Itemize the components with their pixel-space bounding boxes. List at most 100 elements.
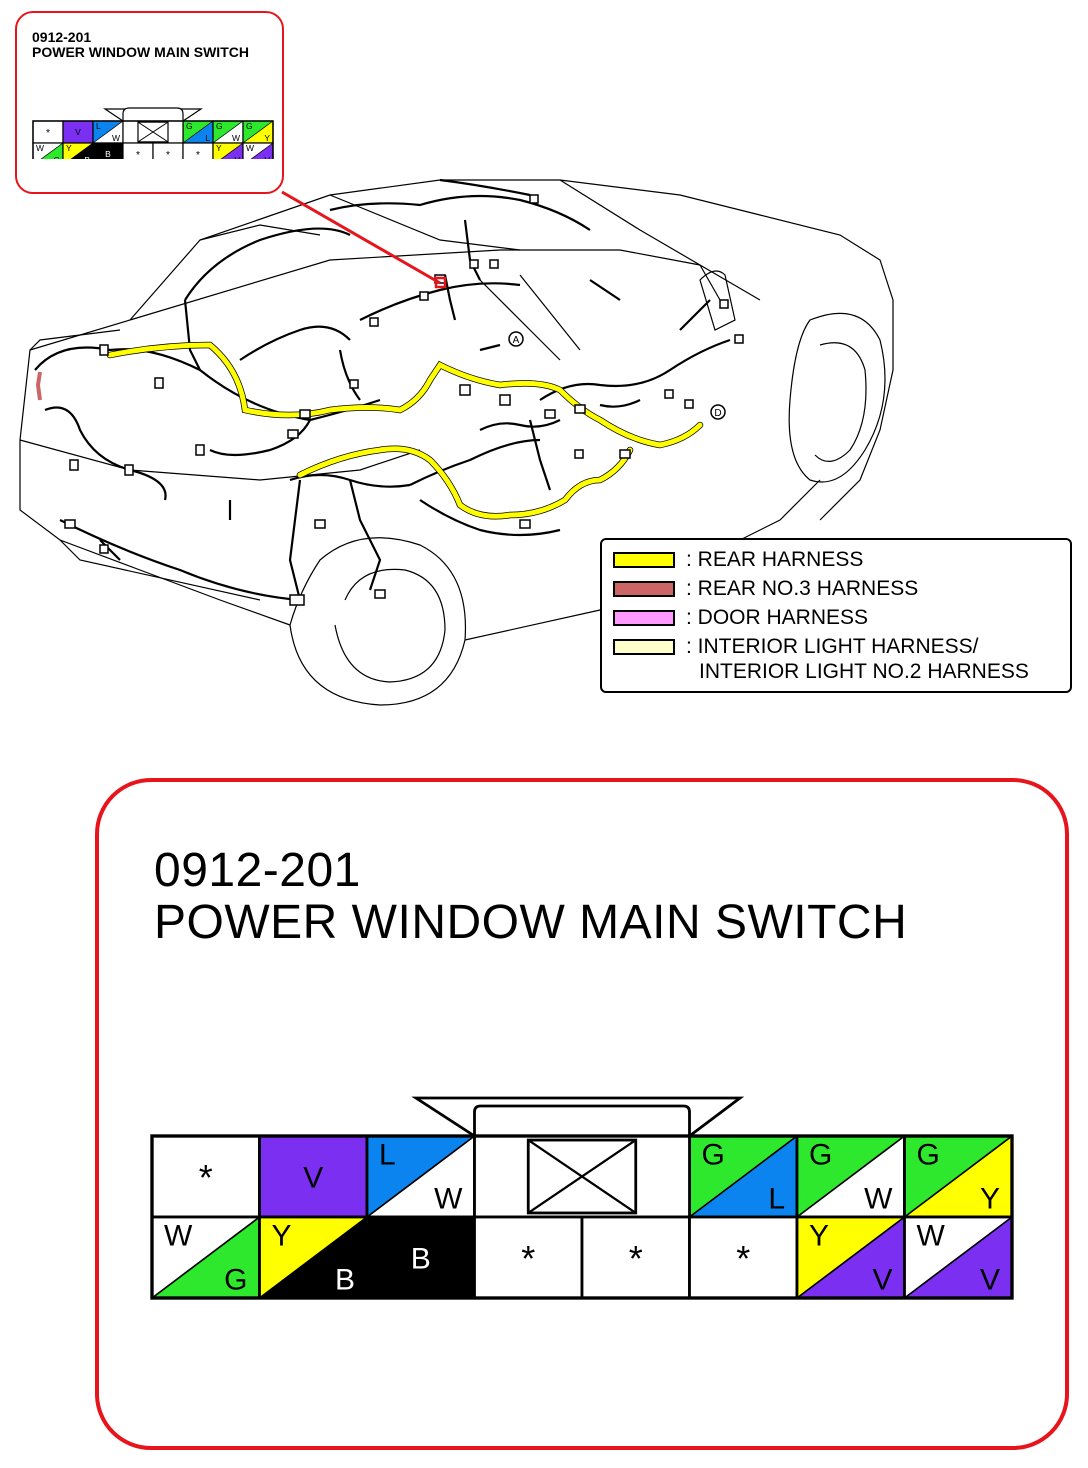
legend-swatch [613,581,675,597]
terminal-top-2: V [62,120,94,144]
wire-stripe-fill [213,143,243,159]
unused-terminal [33,121,63,143]
terminal-bottom-2: YB [258,1215,369,1300]
stripe-divider [151,1216,261,1299]
unused-terminal [689,1217,797,1298]
wire-color-label: Y [264,133,270,143]
terminal-bottom-2: YB [62,142,94,159]
wire-stripe-fill [243,143,273,159]
terminal-bottom-8: WV [903,1215,1014,1300]
wire-color-label: L [205,133,210,143]
terminal-bottom-6: * [688,1215,799,1300]
wire-color-label: Y [216,143,222,153]
thumbnail-connector-name: POWER WINDOW MAIN SWITCH [32,44,249,60]
wire-color-label: B [411,1242,431,1275]
stripe-divider [220,142,244,159]
connector-location-marker [434,276,447,289]
terminal-top-3: LW [92,120,124,144]
stripe-divider [366,1135,476,1218]
terminal-bottom-5: * [580,1215,691,1300]
wire-color-label: W [246,143,254,153]
wire-color-label: B [105,149,111,159]
wire-color-label: V [234,155,240,159]
stripe-divider [182,120,214,144]
terminal-bottom-1: WG [150,1215,261,1300]
lock-cross-box [137,121,169,143]
terminal-bottom-3: B [92,142,124,159]
terminal-bottom-7: YV [212,142,244,159]
stripe-divider [212,120,244,144]
unused-terminal-mark: * [736,1238,750,1279]
wire-stripe-fill [33,143,63,159]
terminal-bottom-5: * [152,142,184,159]
wire-color-label: W [112,133,120,143]
wire-color-label: Y [66,143,72,153]
terminal-bottom-4: * [122,142,154,159]
marker-a: A [513,335,520,346]
wire-color-label: W [232,133,240,143]
terminal-top-2: V [258,1134,369,1219]
wire-color-label: V [75,127,81,137]
wire-color-label: G [186,121,193,131]
unused-terminal-mark: * [166,150,170,159]
connector-outline [32,120,274,159]
wire-color-label: G [917,1139,940,1172]
housing-lock [473,1104,691,1136]
harness-connectors [64,194,744,606]
terminal-bottom-4: * [473,1215,584,1300]
unused-terminal [474,1217,582,1298]
wire-color-label: B [335,1264,355,1297]
housing-lock [122,107,184,121]
stripe-divider [796,1135,906,1218]
stripe-divider [688,1135,798,1218]
terminal-top-1: * [32,120,64,144]
wire-color-label: V [264,155,270,159]
stripe-divider [796,1216,906,1299]
unused-terminal-mark: * [46,128,50,139]
wire-color-fill [63,121,93,143]
legend-continuation-text: INTERIOR LIGHT NO.2 HARNESS [699,660,1029,683]
wire-color-label: L [768,1183,785,1216]
vehicle-harness-illustration: A D [19,178,894,706]
terminal-top-1: * [150,1134,261,1219]
legend-label: : REAR NO.3 HARNESS [686,577,919,600]
terminal-bottom-1: WG [32,142,64,159]
leader-line [281,190,441,285]
wiring-harness-black [34,178,731,602]
stripe-divider [242,120,274,144]
terminal-top-4: GL [688,1134,799,1219]
wire-color-label: L [379,1139,396,1172]
unused-terminal [123,143,153,159]
legend-label: : DOOR HARNESS [686,606,869,629]
connector-outline [150,1134,1014,1300]
wire-color-label: W [917,1220,946,1253]
harness-legend: : REAR HARNESS: REAR NO.3 HARNESS: DOOR … [600,538,1072,693]
terminal-top-5: GW [212,120,244,144]
wire-color-label: G [246,121,253,131]
wire-color-label: Y [272,1220,292,1253]
terminal-top-6: GY [903,1134,1014,1219]
unused-terminal [152,1136,260,1217]
terminal-bottom-7: YV [795,1215,906,1300]
stripe-divider [258,1216,368,1299]
terminal-bottom-6: * [182,142,214,159]
legend-label: : INTERIOR LIGHT HARNESS/ [686,635,979,658]
lock-cross-line [137,121,169,143]
unused-terminal-mark: * [521,1238,535,1279]
unused-terminal [183,143,213,159]
wire-color-label: W [434,1183,463,1216]
unused-terminal [582,1217,690,1298]
wire-color-label: Y [980,1183,1000,1216]
lock-cross-box [526,1138,638,1215]
wire-color-label: W [164,1220,193,1253]
wire-color-label: V [303,1161,323,1194]
stripe-divider [903,1216,1013,1299]
wire-stripe-fill [63,143,93,159]
terminal-bottom-8: WV [242,142,274,159]
